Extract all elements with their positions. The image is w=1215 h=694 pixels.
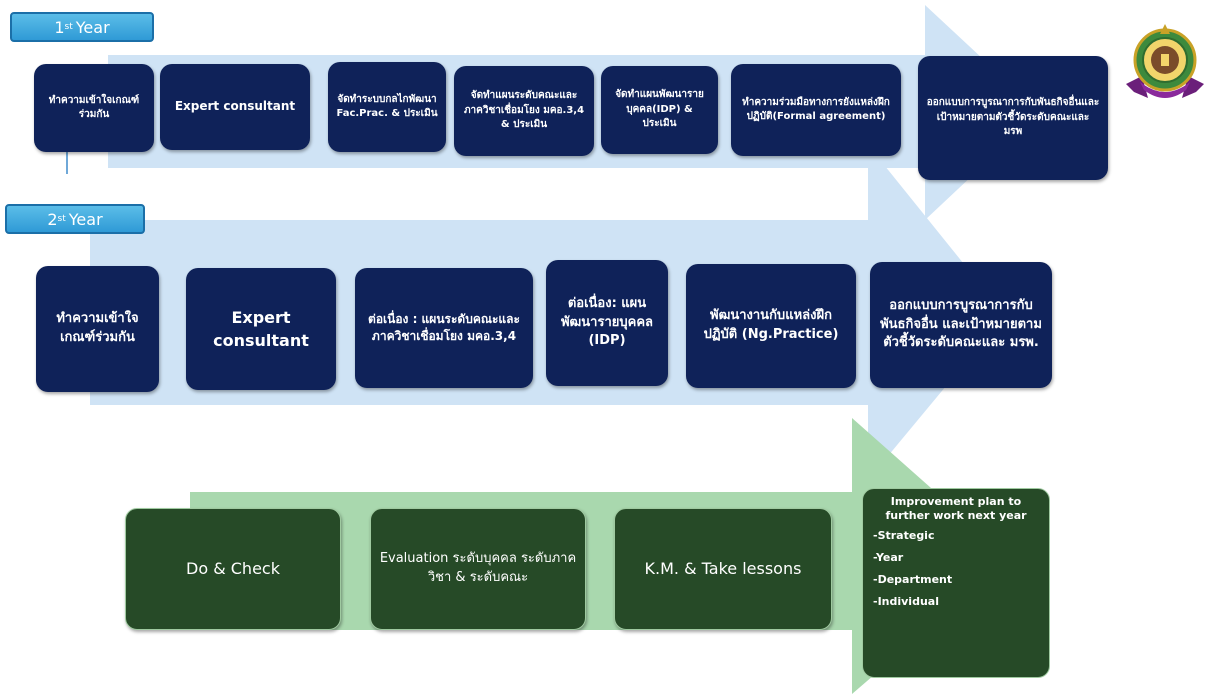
university-seal-icon <box>1126 24 1204 98</box>
cycle-step-do-check: Do & Check <box>125 508 341 630</box>
year1-step-2: Expert consultant <box>160 64 310 150</box>
year2-tag-word: Year <box>68 209 103 229</box>
improvement-item-year: -Year <box>873 550 904 564</box>
year2-step-1: ทำความเข้าใจเกณฑ์ร่วมกัน <box>36 266 159 392</box>
cycle-step-evaluation: Evaluation ระดับบุคคล ระดับภาควิชา & ระด… <box>370 508 586 630</box>
year1-tag-word: Year <box>75 17 110 37</box>
improvement-item-department: -Department <box>873 572 953 586</box>
year2-step-5: พัฒนางานกับแหล่งฝึกปฏิบัติ (Ng.Practice) <box>686 264 856 388</box>
improvement-title: Improvement plan to further work next ye… <box>885 495 1027 522</box>
year1-step-1: ทำความเข้าใจเกณฑ์ร่วมกัน <box>34 64 154 152</box>
year1-step-5: จัดทำแผนพัฒนารายบุคคล(IDP) & ประเมิน <box>601 66 718 154</box>
year1-step-7: ออกแบบการบูรณาการกับพันธกิจอื่นและเป้าหม… <box>918 56 1108 180</box>
cycle-step-km: K.M. & Take lessons <box>614 508 832 630</box>
year1-tag-sup: st <box>64 22 73 32</box>
improvement-item-strategic: -Strategic <box>873 528 935 542</box>
improvement-item-individual: -Individual <box>873 594 939 608</box>
connector-line <box>66 152 68 174</box>
improvement-plan-box: Improvement plan to further work next ye… <box>862 488 1050 678</box>
year2-tag-sup: st <box>57 214 66 224</box>
year1-step-4: จัดทำแผนระดับคณะและภาควิชาเชื่อมโยง มคอ.… <box>454 66 594 156</box>
year2-step-6: ออกแบบการบูรณาการกับพันธกิจอื่น และเป้าห… <box>870 262 1052 388</box>
year2-step-3: ต่อเนื่อง : แผนระดับคณะและภาควิชาเชื่อมโ… <box>355 268 533 388</box>
year1-step-3: จัดทำระบบกลไกพัฒนา Fac.Prac. & ประเมิน <box>328 62 446 152</box>
year2-step-4: ต่อเนื่อง: แผนพัฒนารายบุคคล (IDP) <box>546 260 668 386</box>
year2-step-2: Expert consultant <box>186 268 336 390</box>
year2-tag-number: 2 <box>47 209 58 229</box>
year1-tag-number: 1 <box>54 17 65 37</box>
year1-step-6: ทำความร่วมมือทางการยังแหล่งฝึกปฏิบัติ(Fo… <box>731 64 901 156</box>
